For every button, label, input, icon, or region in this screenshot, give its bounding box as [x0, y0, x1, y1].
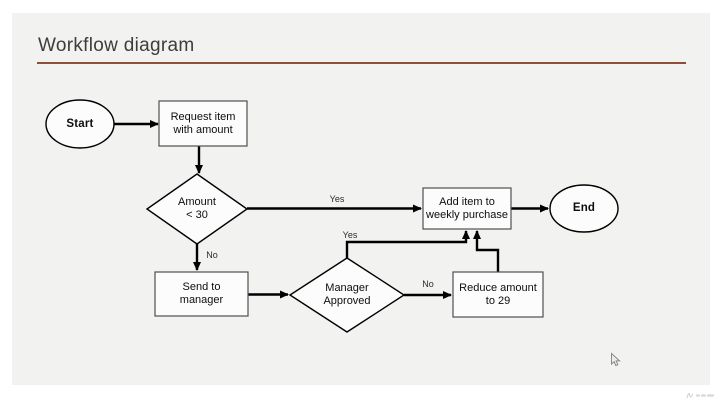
node-amount-check-label: Amount < 30 [147, 174, 247, 244]
node-add-item-label: Add item to weekly purchase [423, 188, 511, 229]
slide-title: Workflow diagram [38, 35, 195, 56]
node-request-item-label: Request item with amount [159, 101, 247, 146]
node-end-label: End [572, 202, 596, 214]
edge-label-manager-no: No [422, 279, 434, 289]
edge-label-amount-yes: Yes [329, 194, 345, 204]
node-send-manager-line2: manager [179, 294, 224, 306]
node-manager-approved-line2: Approved [323, 295, 371, 307]
node-amount-check-shape [145, 173, 249, 245]
node-reduce-amount-label: Reduce amount to 29 [453, 272, 543, 317]
edge-label-amount-no: No [206, 250, 218, 260]
node-request-item-shape [158, 100, 248, 147]
edge-reduce-add [473, 230, 500, 272]
node-start-shape [45, 99, 115, 149]
node-request-item-line2: with amount [173, 123, 233, 136]
flowchart-canvas [45, 99, 619, 333]
node-send-manager-label: Send to manager [155, 272, 248, 316]
edge-manager-yes [345, 230, 470, 258]
mouse-cursor-icon [611, 352, 621, 367]
node-start-label: Start [66, 117, 94, 130]
node-manager-approved-line1: Manager [325, 282, 369, 294]
node-request-item-line1: Request item [170, 110, 236, 123]
node-send-manager-line1: Send to [182, 281, 221, 293]
watermark-logo [685, 388, 717, 406]
node-add-item-line1: Add item to [439, 195, 495, 208]
title-underline [37, 62, 686, 64]
node-manager-approved-shape [288, 257, 406, 333]
edge-label-manager-yes: Yes [342, 230, 358, 240]
node-amount-check-line1: Amount [178, 196, 216, 208]
node-end-shape [549, 184, 619, 233]
node-add-item-shape [422, 187, 512, 230]
node-reduce-amount-line2: to 29 [485, 294, 511, 307]
node-reduce-amount-shape [452, 271, 544, 318]
slide: Workflow diagram Start [12, 13, 710, 385]
node-amount-check-line2: < 30 [186, 209, 208, 221]
node-manager-approved-label: Manager Approved [290, 258, 404, 332]
node-add-item-line2: weekly purchase [426, 208, 508, 221]
node-send-manager-shape [154, 271, 249, 317]
node-reduce-amount-line1: Reduce amount [459, 281, 537, 294]
